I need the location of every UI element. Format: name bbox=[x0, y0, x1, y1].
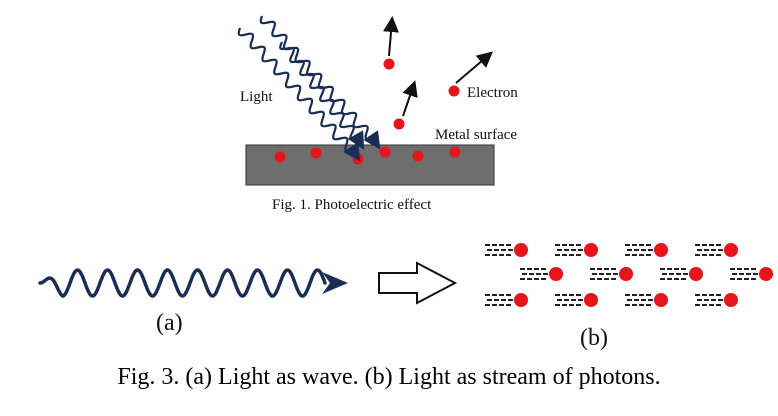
figure3-caption: Fig. 3. (a) Light as wave. (b) Light as … bbox=[117, 364, 661, 390]
photon-particle bbox=[514, 293, 528, 307]
surface-electron bbox=[352, 153, 364, 165]
wave-diagram: (a) bbox=[38, 268, 348, 336]
light-ray bbox=[279, 41, 365, 150]
light-wave bbox=[38, 268, 327, 298]
light-rays bbox=[237, 15, 381, 162]
surface-electron bbox=[449, 146, 461, 158]
light-label: Light bbox=[240, 89, 273, 105]
surface-electron bbox=[274, 151, 286, 163]
photon-particle bbox=[514, 243, 528, 257]
photon bbox=[695, 243, 738, 257]
photon bbox=[520, 267, 563, 281]
photon bbox=[485, 293, 528, 307]
photon bbox=[485, 243, 528, 257]
photon-particle bbox=[549, 267, 563, 281]
photon-particle bbox=[619, 267, 633, 281]
photon bbox=[730, 267, 773, 281]
photon-particle bbox=[654, 243, 668, 257]
photon-stream bbox=[485, 243, 773, 307]
figure1-caption: Fig. 1. Photoelectric effect bbox=[272, 197, 432, 213]
surface-electron bbox=[310, 147, 322, 159]
photon-particle bbox=[654, 293, 668, 307]
emitted-electron bbox=[393, 118, 405, 130]
photon bbox=[660, 267, 703, 281]
surface-electrons bbox=[274, 146, 461, 165]
electron-direction-arrow bbox=[402, 80, 418, 117]
photon bbox=[625, 293, 668, 307]
light-ray bbox=[259, 15, 381, 150]
photon-particle bbox=[584, 293, 598, 307]
photon-particle bbox=[759, 267, 773, 281]
wave-arrowhead bbox=[322, 272, 348, 294]
surface-electron bbox=[379, 146, 391, 158]
photon bbox=[555, 243, 598, 257]
emitted-electron bbox=[448, 85, 460, 97]
photon bbox=[625, 243, 668, 257]
photon-particle bbox=[689, 267, 703, 281]
surface-electron bbox=[412, 150, 424, 162]
photoelectric-diagram: Light Electron Metal surface Fig. 1. Pho… bbox=[237, 15, 518, 213]
photon-particle bbox=[724, 243, 738, 257]
photon-particle bbox=[584, 243, 598, 257]
photon-particle bbox=[724, 293, 738, 307]
photon bbox=[590, 267, 633, 281]
electron-label: Electron bbox=[467, 85, 518, 101]
transformation-arrow bbox=[378, 261, 458, 305]
photon bbox=[555, 293, 598, 307]
label-a: (a) bbox=[156, 310, 183, 336]
photon bbox=[695, 293, 738, 307]
emitted-electron bbox=[383, 58, 395, 70]
light-ray bbox=[237, 27, 361, 162]
emitted-electrons bbox=[383, 16, 494, 130]
electron-direction-arrow bbox=[383, 16, 399, 57]
metal-surface-label: Metal surface bbox=[435, 127, 517, 143]
label-b: (b) bbox=[580, 325, 608, 351]
electron-direction-arrow bbox=[455, 51, 494, 84]
